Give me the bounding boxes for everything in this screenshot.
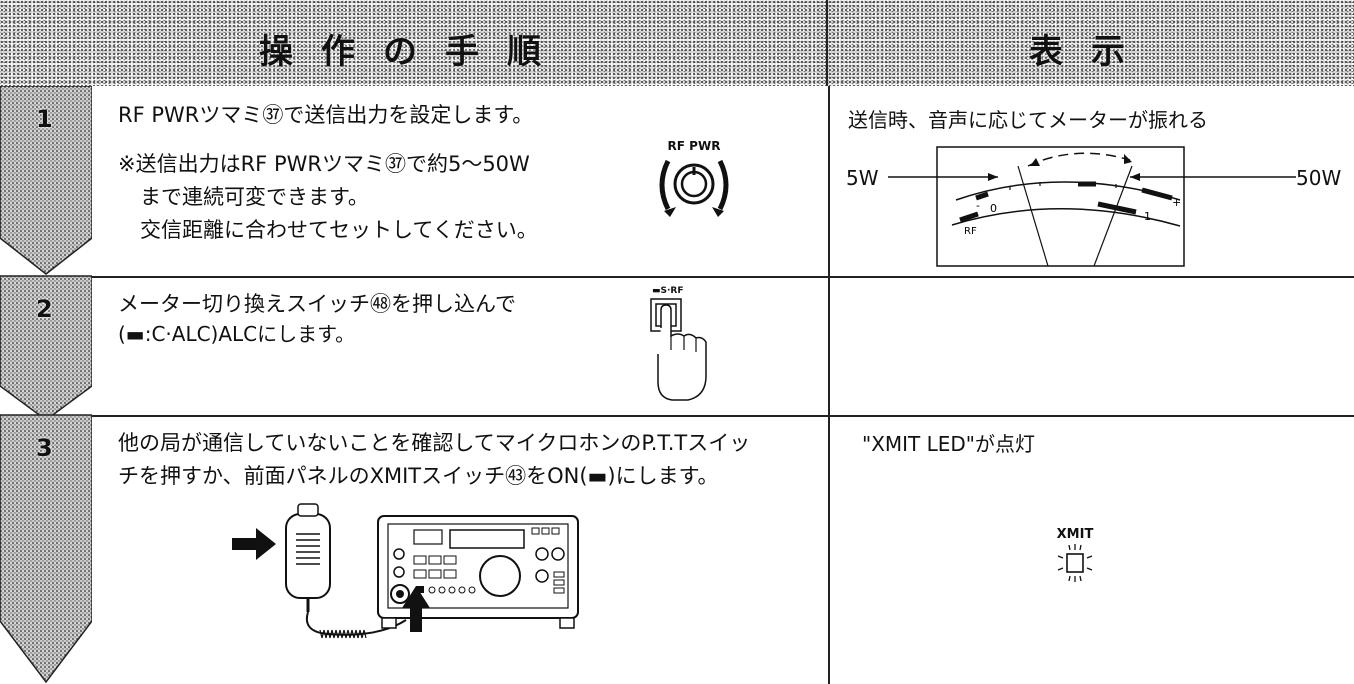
step-3-number: 3 xyxy=(36,434,53,462)
display-header: 表示 xyxy=(828,0,1354,86)
step-arrows xyxy=(0,86,92,684)
step-3-display-caption: "XMIT LED"が点灯 xyxy=(862,432,1036,456)
step-1-note-line3: 交信距離に合わせてセットしてください。 xyxy=(140,218,538,242)
meter-50w-label: 50W xyxy=(1296,166,1342,190)
s-rf-switch-label: ▬S·RF xyxy=(652,286,684,296)
meter-5w-label: 5W xyxy=(846,166,879,190)
meter-switch-press-icon xyxy=(650,298,707,401)
procedure-header-title: 操作の手順 xyxy=(259,32,569,72)
meter-scale-rf: RF xyxy=(964,226,977,237)
step-3-instruction-line1: 他の局が通信していないことを確認してマイクロホンのP.T.Tスイッ xyxy=(118,431,751,455)
step-2-number: 2 xyxy=(36,295,53,323)
column-divider xyxy=(828,86,830,684)
transceiver-mic-diagram xyxy=(232,503,579,639)
row-divider-1 xyxy=(92,276,1354,278)
meter-scale-plus: + xyxy=(1172,196,1181,209)
meter-scale-one: 1 xyxy=(1144,210,1151,223)
xmit-led-label: XMIT xyxy=(1056,527,1094,542)
step-1-instruction: RF PWRツマミ㊲で送信出力を設定します。 xyxy=(118,103,534,127)
meter-scale-minus: - xyxy=(976,199,980,212)
row-divider-2 xyxy=(92,415,1354,417)
step-1-note-line1: ※送信出力はRF PWRツマミ㊲で約5～50W xyxy=(118,152,530,176)
step-3-instruction-line2: チを押すか、前面パネルのXMITスイッチ㊸をON(▬)にします。 xyxy=(118,464,719,488)
step-1-number: 1 xyxy=(36,105,53,133)
procedure-header: 操作の手順 xyxy=(0,0,828,86)
meter-scale-zero: 0 xyxy=(990,202,997,215)
step-1-display-caption: 送信時、音声に応じてメーターが振れる xyxy=(848,108,1208,132)
rf-pwr-knob-icon xyxy=(659,159,729,217)
step-2-instruction-line1: メーター切り換えスイッチ㊽を押し込んで xyxy=(118,292,516,316)
xmit-led-icon xyxy=(1057,544,1093,582)
rf-pwr-knob-label: RF PWR xyxy=(667,139,721,153)
step-2-instruction-line2: (▬:C·ALC)ALCにします。 xyxy=(118,322,356,346)
meter-diagram: - 0 + 1 RF xyxy=(888,146,1296,267)
step-1-note-line2: まで連続可変できます。 xyxy=(140,185,369,209)
display-header-title: 表示 xyxy=(1029,32,1153,72)
